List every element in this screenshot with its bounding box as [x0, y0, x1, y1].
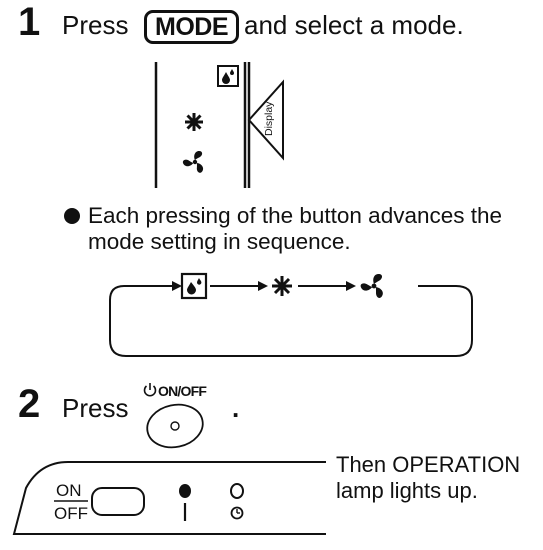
sequence-fan-icon: [360, 274, 383, 298]
note-line-2: lamp lights up.: [336, 478, 478, 503]
panel-onoff-button[interactable]: [91, 487, 145, 516]
panel-off-label: OFF: [54, 504, 88, 523]
step-2-period: .: [232, 393, 240, 423]
onoff-button-illustration[interactable]: ON/OFF: [140, 378, 230, 452]
cool-icon: [185, 113, 203, 131]
bullet-line-2: mode setting in sequence.: [88, 229, 351, 254]
power-icon: [143, 383, 157, 397]
bullet-dot: [64, 208, 80, 224]
mode-button[interactable]: MODE: [144, 10, 239, 44]
remote-display-illustration: Display: [154, 62, 284, 188]
step-1-number: 1: [18, 0, 41, 44]
indoor-unit-panel: ON OFF: [12, 461, 326, 535]
sequence-cool-icon: [272, 276, 292, 296]
step-2-press-text: Press: [62, 393, 129, 423]
dry-icon: [217, 65, 239, 87]
sequence-dry-icon: [180, 272, 208, 300]
mode-sequence-diagram: [109, 272, 473, 357]
panel-on-label: ON: [56, 481, 82, 500]
bullet-line-1: Each pressing of the button advances the: [88, 203, 503, 228]
display-label: Display: [263, 101, 275, 136]
step-1-instruction: and select a mode.: [244, 10, 464, 40]
fan-icon: [182, 151, 204, 173]
step-1-press-text: Press: [62, 10, 129, 40]
operation-lamp-icon: [179, 484, 191, 521]
note-line-1: Then OPERATION: [336, 452, 521, 477]
step-2-number: 2: [18, 382, 41, 426]
timer-lamp-icon: [230, 483, 244, 520]
onoff-label: ON/OFF: [158, 383, 207, 399]
